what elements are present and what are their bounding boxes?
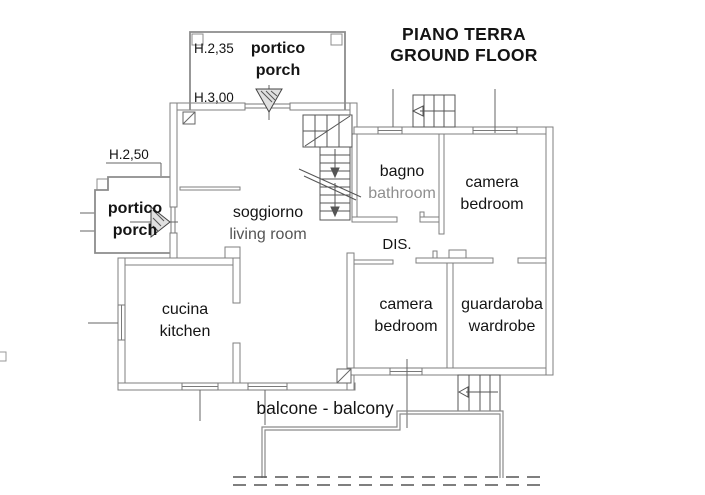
room-label-porch-top: portico porch: [251, 38, 305, 82]
bedroom-bottom-italian: camera: [379, 296, 433, 313]
porch-left-english: porch: [112, 222, 158, 239]
porch-outlines: [94, 31, 346, 254]
column-marks: [182, 111, 352, 384]
bath-italian: bagno: [379, 163, 425, 180]
terrain-dashed-line: [233, 476, 548, 486]
living-italian: soggiorno: [232, 204, 304, 221]
kitchen-italian: cucina: [161, 301, 209, 318]
title-line-english: GROUND FLOOR: [390, 45, 538, 65]
height-label-top-porch: H.2,35: [194, 41, 234, 56]
living-english: living room: [229, 226, 307, 243]
title-line-italian: PIANO TERRA: [402, 24, 526, 44]
edge-artifact: [0, 351, 7, 362]
staircase-main: [298, 114, 362, 221]
door-swing-left-porch: [150, 205, 171, 239]
wardrobe-english: wardrobe: [468, 318, 536, 335]
room-label-bedroom-right: camera bedroom: [460, 172, 523, 216]
kitchen-english: kitchen: [159, 323, 211, 340]
height-label-interior: H.3,00: [194, 90, 234, 105]
window-symbols: [117, 103, 518, 391]
room-label-bedroom-bottom: camera bedroom: [374, 294, 437, 338]
drawing-title: PIANO TERRA GROUND FLOOR: [390, 24, 537, 66]
room-label-kitchen: cucina kitchen: [160, 299, 211, 343]
bedroom-right-italian: camera: [465, 174, 519, 191]
room-label-living: soggiorno living room: [229, 202, 306, 246]
balcony-label: balcone - balcony: [256, 398, 394, 418]
bath-english: bathroom: [368, 185, 436, 202]
door-swing-top-porch: [255, 88, 283, 114]
room-label-hallway: DIS.: [382, 236, 412, 253]
bedroom-right-english: bedroom: [460, 196, 524, 213]
porch-left-italian: portico: [107, 200, 163, 217]
bedroom-bottom-english: bedroom: [374, 318, 438, 335]
interior-walls: [179, 133, 547, 384]
porch-top-english: porch: [255, 62, 301, 79]
wardrobe-italian: guardaroba: [461, 296, 543, 313]
entry-steps-top: [411, 94, 456, 128]
room-label-wardrobe: guardaroba wardrobe: [461, 294, 543, 338]
height-label-left-porch: H.2,50: [109, 147, 149, 162]
room-label-bath: bagno bathroom: [368, 161, 436, 205]
porch-top-italian: portico: [250, 40, 306, 57]
room-label-porch-left: portico porch: [108, 198, 162, 242]
entry-steps-bottom: [457, 374, 501, 412]
balcony-outline: [261, 410, 504, 478]
